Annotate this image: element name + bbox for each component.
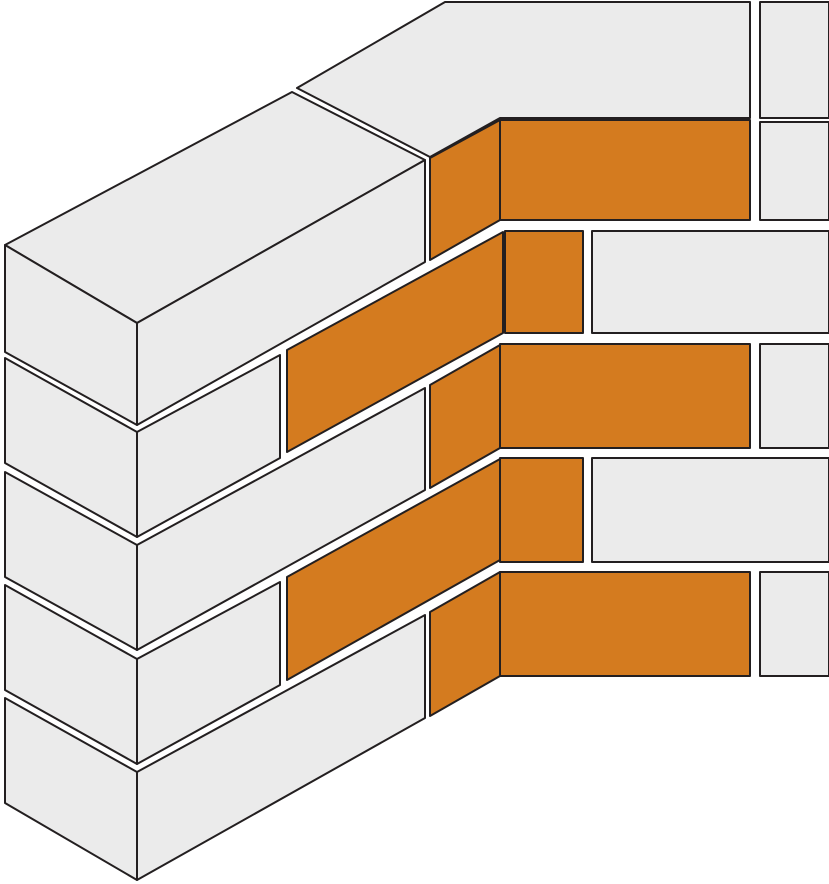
orange-brick-stretcher bbox=[499, 343, 751, 449]
brick-right bbox=[759, 121, 829, 221]
orange-brick-stretcher bbox=[499, 119, 751, 221]
brick-side-face-short bbox=[136, 354, 281, 538]
orange-brick-stretcher bbox=[499, 571, 751, 677]
brick-side-face bbox=[136, 614, 426, 881]
brick-side-face bbox=[136, 387, 426, 651]
orange-brick-header bbox=[504, 230, 584, 334]
orange-brick-header bbox=[499, 457, 584, 563]
brick-side-face-short bbox=[136, 581, 281, 765]
orange-brick-side bbox=[286, 231, 504, 453]
brick-right bbox=[591, 457, 829, 563]
brick-right bbox=[591, 230, 829, 334]
brick-right bbox=[759, 571, 829, 677]
brick-right bbox=[759, 1, 829, 119]
brick-right bbox=[759, 343, 829, 449]
brick-side-face bbox=[136, 159, 426, 426]
